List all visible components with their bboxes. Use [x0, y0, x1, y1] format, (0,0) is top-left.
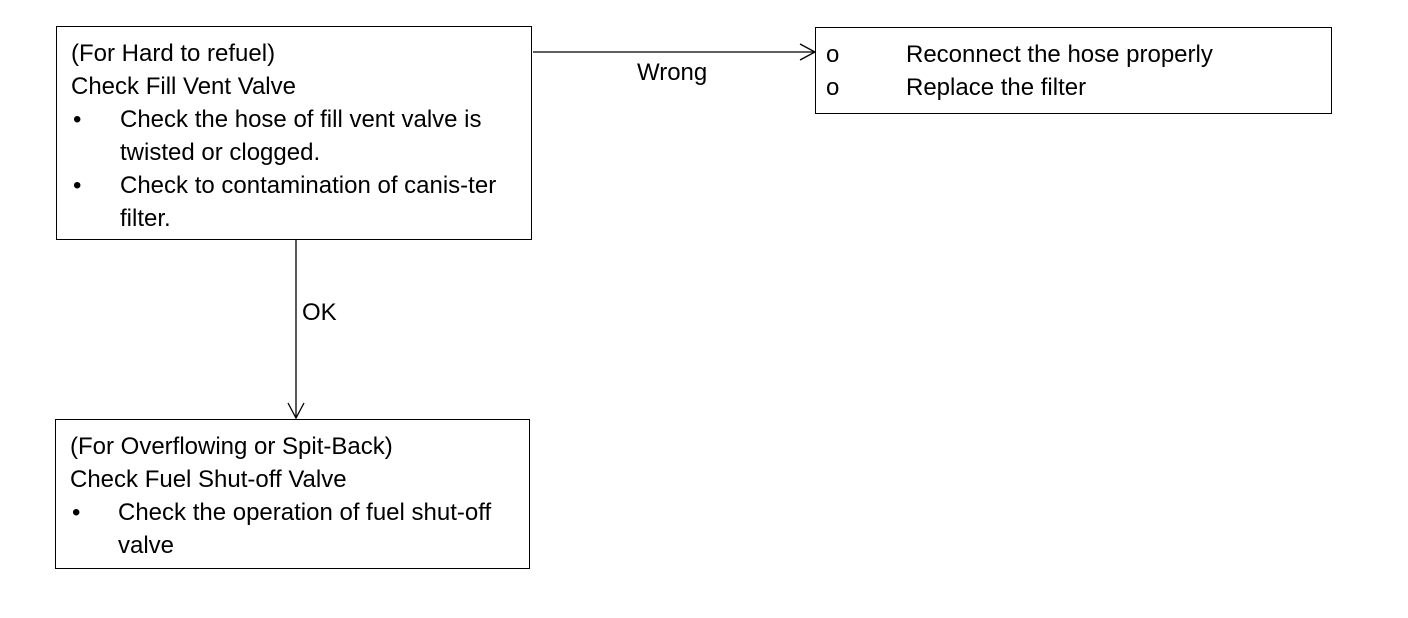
bullet-icon: •	[73, 172, 82, 199]
circle-bullet-icon: o	[826, 41, 840, 68]
remedy-text: Reconnect the hose properly	[906, 41, 1213, 68]
condition-hard-to-refuel: (For Hard to refuel)	[71, 40, 276, 67]
list-item: o Replace the filter	[826, 71, 1321, 104]
list-item: • Check to contamination of canis-ter fi…	[71, 169, 521, 235]
list-item: • Check the hose of fill vent valve is t…	[71, 103, 521, 169]
bullet-text: Check the hose of fill vent valve is twi…	[120, 106, 482, 166]
wrong-edge-label: Wrong	[637, 59, 708, 86]
circle-bullet-icon: o	[826, 74, 840, 101]
condition-overflowing: (For Overflowing or Spit-Back)	[70, 433, 393, 460]
bullet-text: Check the operation of fuel shut-off val…	[118, 499, 492, 559]
step-title-fuel-shutoff-valve: Check Fuel Shut-off Valve	[70, 466, 347, 493]
bullet-icon: •	[73, 106, 82, 133]
list-item: • Check the operation of fuel shut-off v…	[70, 496, 521, 562]
bullet-icon: •	[72, 499, 81, 526]
check-fuel-shutoff-valve-box: (For Overflowing or Spit-Back) Check Fue…	[55, 419, 530, 569]
list-item: o Reconnect the hose properly	[826, 38, 1321, 71]
ok-arrow-head	[287, 402, 305, 420]
step-title-fill-vent-valve: Check Fill Vent Valve	[71, 73, 296, 100]
remedy-box: o Reconnect the hose properly o Replace …	[815, 27, 1332, 114]
check-fill-vent-valve-box: (For Hard to refuel) Check Fill Vent Val…	[56, 26, 532, 240]
ok-edge-label: OK	[302, 299, 337, 326]
remedy-text: Replace the filter	[906, 74, 1087, 101]
bullet-text: Check to contamination of canis-ter filt…	[120, 172, 497, 232]
